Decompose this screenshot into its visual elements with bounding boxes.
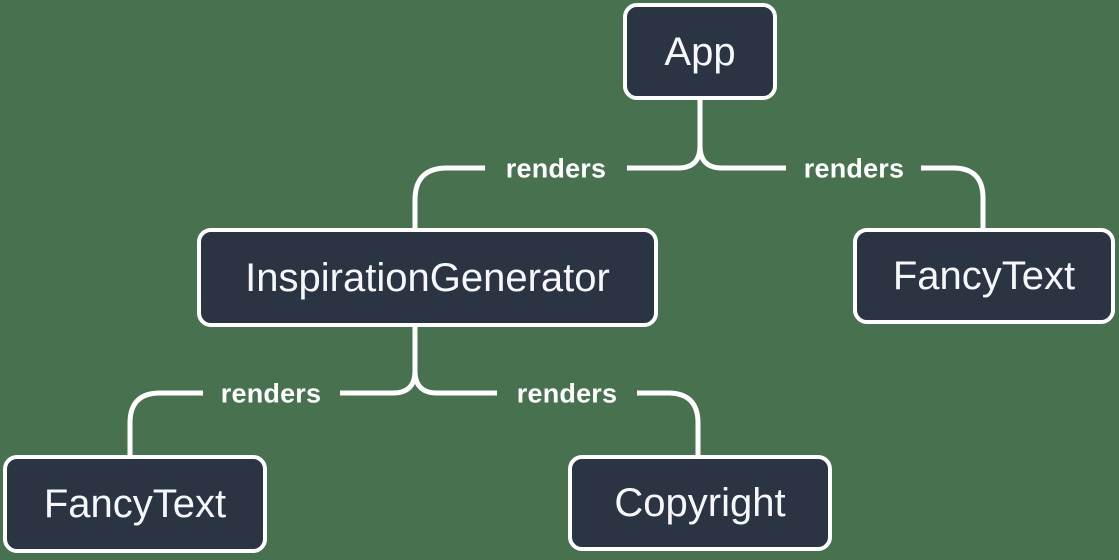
edge-label-inspiration-copyright: renders [516, 378, 618, 409]
edge-inspiration-fancytext-segment-b [127, 390, 203, 455]
node-fancy-text-top-label: FancyText [892, 254, 1076, 298]
node-app-label: App [664, 29, 736, 74]
edge-inspiration-fancytext-segment-a [340, 327, 418, 396]
edge-app-inspiration-segment-b [412, 165, 485, 228]
edge-label-app-inspiration: renders [505, 153, 607, 184]
node-inspiration-generator-label: InspirationGenerator [245, 255, 610, 300]
edge-app-fancytext-segment-a [697, 100, 786, 171]
edge-inspiration-copyright-segment-a [412, 327, 497, 396]
node-fancy-text-bottom: FancyText [3, 455, 267, 553]
edge-app-inspiration-segment-a [627, 100, 703, 171]
edge-app-fancytext-segment-b [921, 165, 986, 228]
edge-inspiration-copyright-segment-b [637, 390, 701, 455]
node-app: App [623, 3, 777, 100]
node-fancy-text-bottom-label: FancyText [43, 482, 227, 526]
edge-label-app-fancytext: renders [803, 153, 905, 184]
node-inspiration-generator: InspirationGenerator [197, 228, 658, 327]
edge-label-inspiration-fancytext: renders [220, 378, 322, 409]
node-copyright-label: Copyright [614, 481, 786, 525]
node-fancy-text-top: FancyText [853, 228, 1115, 324]
node-copyright: Copyright [568, 455, 832, 551]
